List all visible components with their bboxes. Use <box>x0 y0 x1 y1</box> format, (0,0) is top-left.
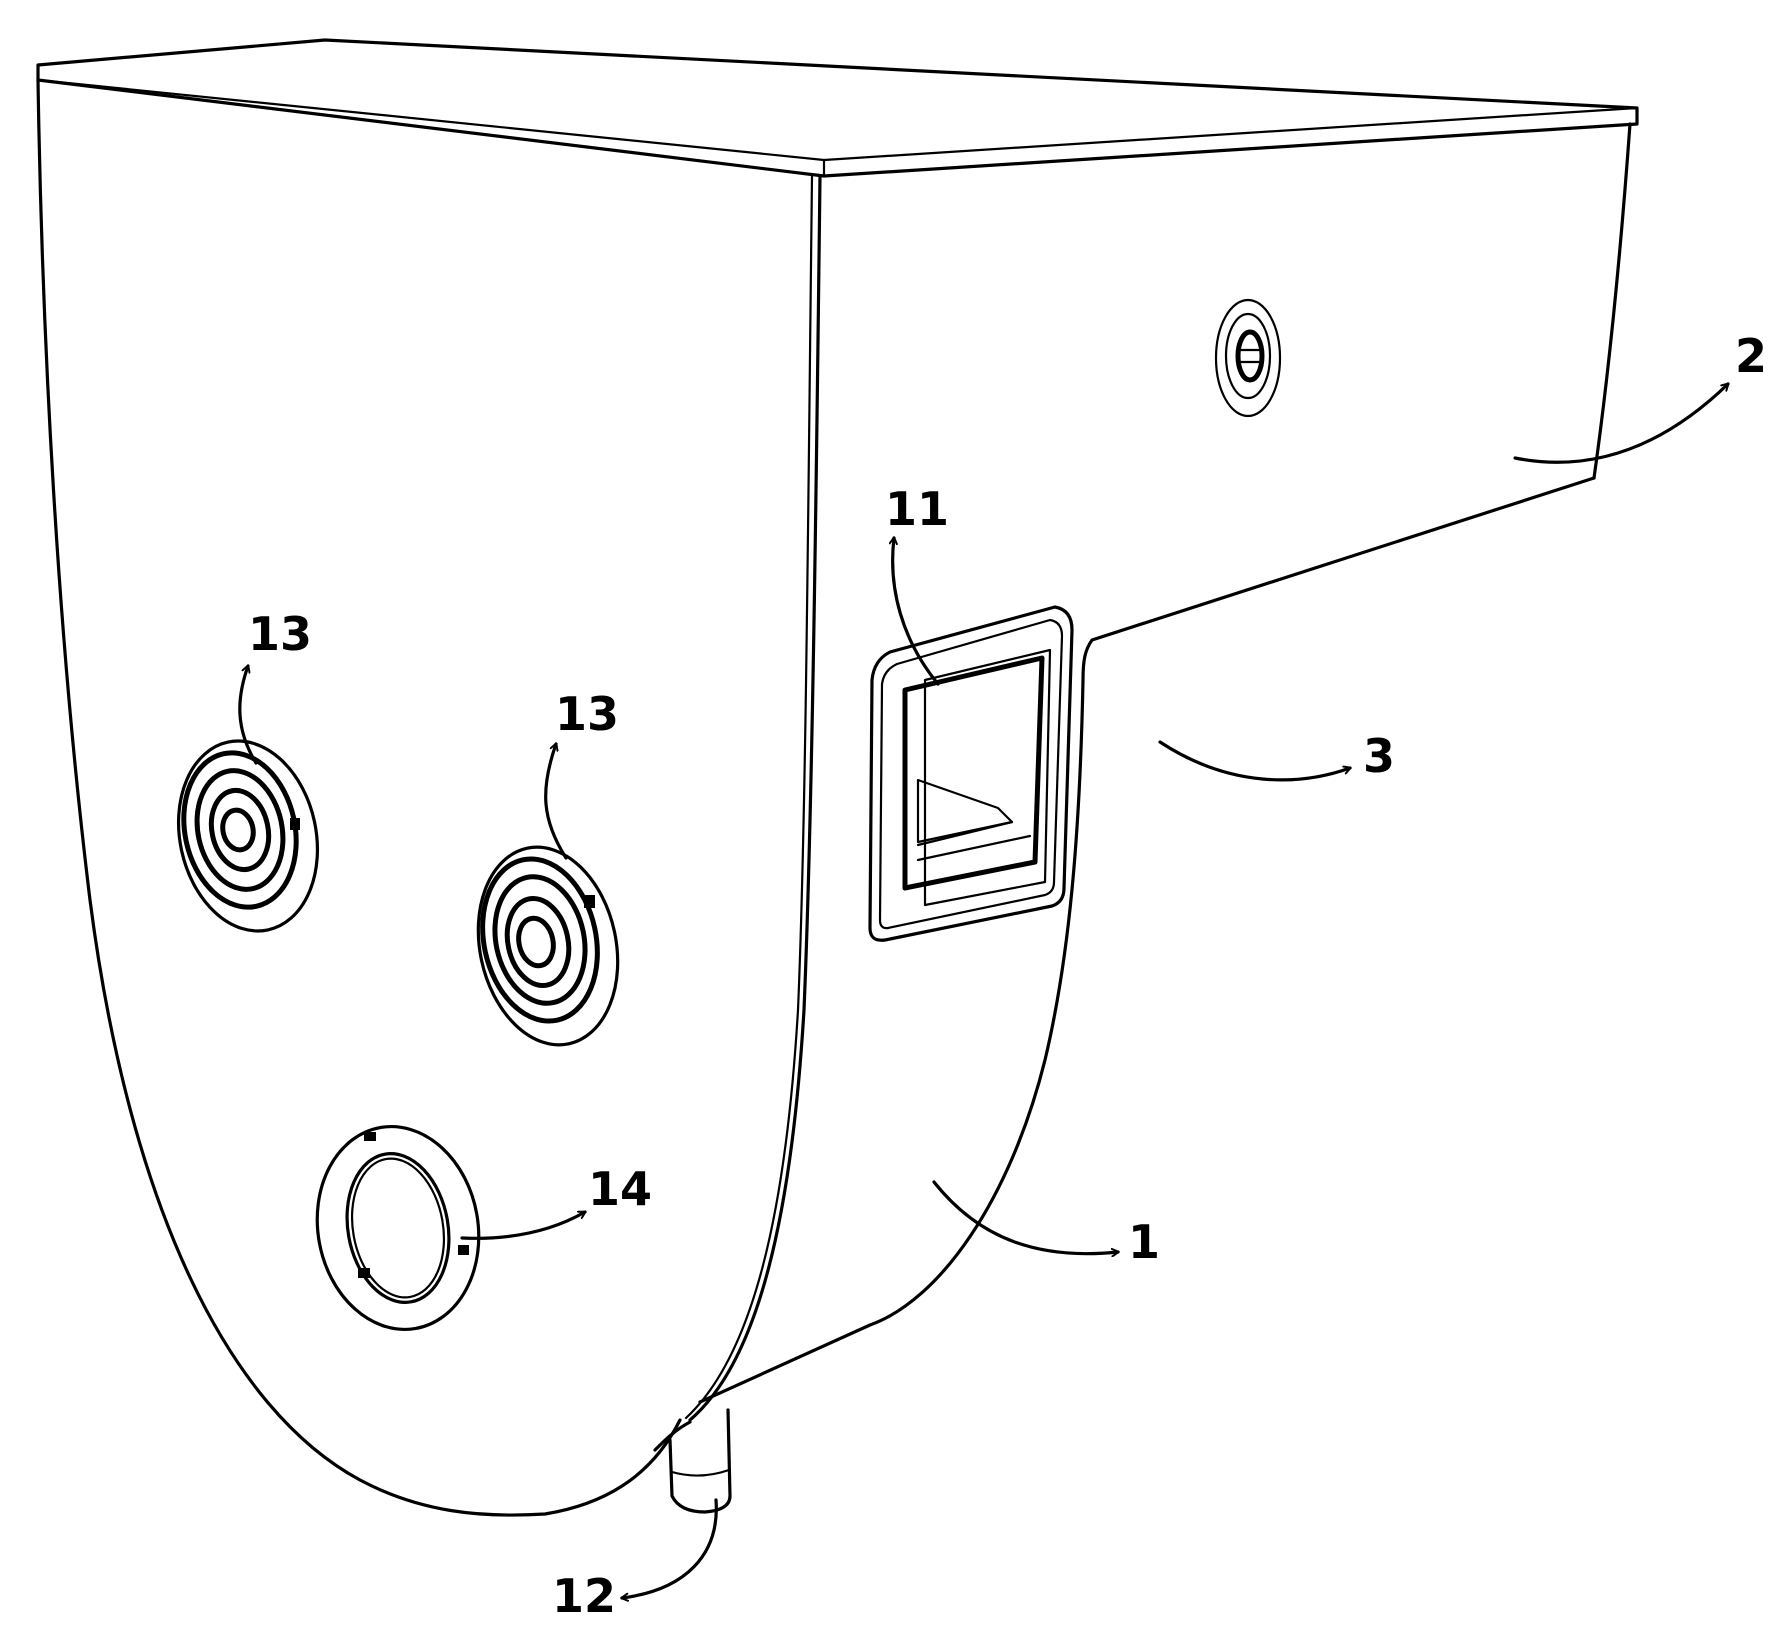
reference-labels: 2 3 11 13 13 14 1 12 <box>248 329 1767 1623</box>
housing-front-face <box>36 78 822 1517</box>
screw-hole <box>364 1132 376 1141</box>
label-14: 14 <box>588 1162 652 1216</box>
screw-hole <box>458 1245 469 1255</box>
arrow-3 <box>1158 740 1350 782</box>
screw-fixture <box>1214 298 1282 418</box>
screw-hole <box>358 1268 370 1278</box>
window-11 <box>868 605 1074 942</box>
leader-arrows <box>238 382 1730 1598</box>
label-13-left: 13 <box>248 607 312 661</box>
label-2: 2 <box>1735 329 1767 383</box>
label-12: 12 <box>552 1569 616 1623</box>
arrow-12 <box>622 1498 718 1598</box>
arrow-11 <box>893 538 940 686</box>
label-1: 1 <box>1128 1215 1160 1269</box>
label-13-right: 13 <box>555 687 619 741</box>
arrow-14 <box>460 1210 585 1240</box>
arrow-2 <box>1513 382 1730 464</box>
port-13-right <box>476 845 620 1047</box>
arrow-13-left <box>238 666 258 765</box>
foot-12 <box>668 1408 732 1514</box>
arrow-13-right <box>544 744 568 860</box>
label-11: 11 <box>885 482 949 536</box>
port-13-left <box>176 739 320 933</box>
top-lid <box>36 38 1639 178</box>
housing-side-face <box>653 122 1632 1452</box>
arrow-1 <box>932 1180 1118 1254</box>
port-14 <box>315 1124 481 1332</box>
label-3: 3 <box>1363 729 1395 783</box>
